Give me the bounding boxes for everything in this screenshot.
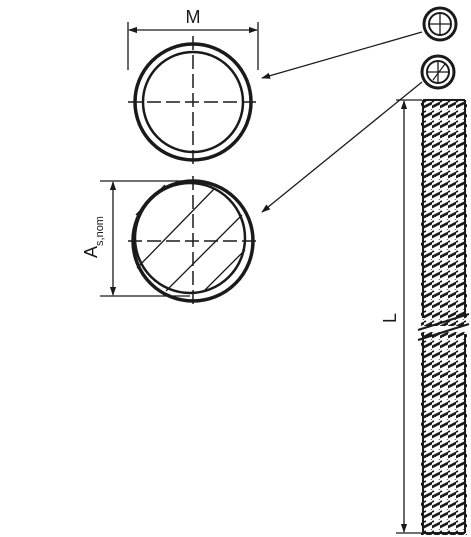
end-view-icon-top xyxy=(422,6,458,42)
leader-arrow-m xyxy=(261,31,423,79)
thread-circle-top xyxy=(128,36,258,168)
label-a-snom: As,nom xyxy=(81,216,106,258)
label-m: M xyxy=(186,7,201,27)
label-l: L xyxy=(380,313,400,323)
dimension-a-snom: As,nom xyxy=(81,180,190,297)
leader-arrow-a-snom xyxy=(261,81,423,213)
rod-break-mark xyxy=(417,313,470,331)
dimension-l: L xyxy=(380,99,422,534)
dimension-m: M xyxy=(127,7,259,70)
cross-section-circle xyxy=(128,176,258,306)
label-snom: s,nom xyxy=(94,216,106,246)
label-a: A xyxy=(81,246,101,258)
threaded-rod xyxy=(417,99,470,535)
end-view-icon-bottom xyxy=(420,54,456,90)
rod-break-mark xyxy=(417,323,470,341)
